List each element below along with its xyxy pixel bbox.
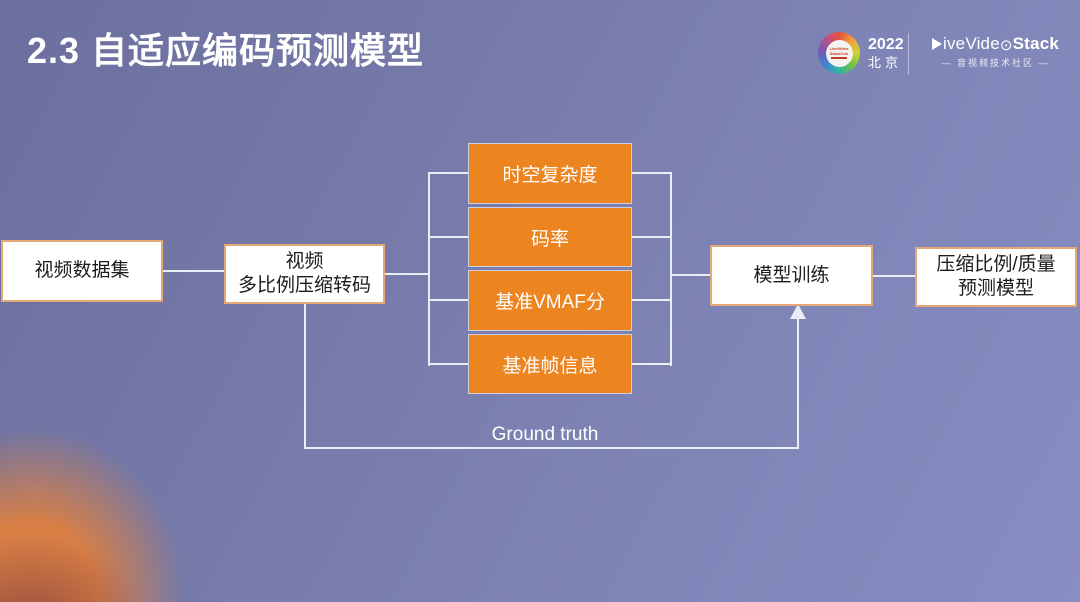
brand-text-a: iveVide [943, 34, 1000, 53]
ground-truth-line-down [304, 304, 306, 449]
connector-dataset-transcode [163, 270, 224, 272]
badge-text-line2: StackCon [829, 50, 849, 56]
conference-badge-icon: LiveVideo StackCon [818, 32, 860, 74]
bracket-right-stub [632, 363, 672, 365]
arrow-up-icon [790, 304, 806, 319]
ground-truth-label: Ground truth [491, 424, 599, 445]
node-multiratio-transcode: 视频 多比例压缩转码 [224, 244, 385, 304]
connector-training-output [873, 275, 915, 277]
feature-label: 时空复杂度 [502, 165, 598, 186]
livevideostack-logo-subtitle: — 音视频技术社区 — [941, 58, 1050, 68]
node-model-training-label: 模型训练 [753, 264, 830, 286]
node-model-training: 模型训练 [710, 245, 873, 306]
node-transcode-line1: 视频 [285, 251, 324, 273]
node-prediction-model: 压缩比例/质量 预测模型 [915, 247, 1077, 307]
bracket-right-stub [632, 172, 672, 174]
bracket-left-stub [428, 299, 468, 301]
bracket-left-vertical [428, 173, 430, 366]
bracket-left-stub [428, 236, 468, 238]
ground-truth-line-up [797, 318, 799, 449]
node-feature-baseline-frame-info: 基准帧信息 [468, 334, 632, 394]
bracket-left-stub [428, 172, 468, 174]
play-icon [932, 38, 942, 50]
node-feature-spatiotemporal-complexity: 时空复杂度 [468, 143, 632, 204]
node-video-dataset: 视频数据集 [1, 240, 163, 302]
feature-label: 基准帧信息 [502, 355, 598, 377]
bracket-right-vertical [670, 173, 672, 366]
badge-text-line1: LiveVideo [829, 46, 849, 52]
conference-badge-inner: LiveVideo StackCon [825, 39, 853, 67]
header-divider [908, 33, 909, 75]
brand-text-b: Stack [1012, 34, 1060, 53]
bracket-left-stub [428, 363, 468, 365]
node-transcode-line2: 多比例压缩转码 [237, 275, 371, 296]
livevideostack-logo: iveVide⊙Stack — 音视频技术社区 — [932, 34, 1059, 69]
node-video-dataset-label: 视频数据集 [34, 260, 130, 282]
node-feature-bitrate: 码率 [468, 207, 632, 267]
feature-label: 基准VMAF分 [495, 292, 605, 313]
record-dot-icon: ⊙ [999, 36, 1013, 54]
node-feature-baseline-vmaf: 基准VMAF分 [468, 270, 632, 331]
ground-truth-line-across [304, 447, 799, 449]
connector-bracket-training [670, 274, 710, 276]
connector-transcode-bracket [385, 273, 429, 275]
conference-city: 北京 [868, 54, 903, 70]
bracket-right-stub [632, 236, 672, 238]
slide-title: 2.3 自适应编码预测模型 [27, 30, 425, 71]
node-output-line1: 压缩比例/质量 [936, 254, 1056, 276]
conference-year: 2022 [868, 36, 904, 53]
feature-label: 码率 [530, 228, 569, 250]
bracket-right-stub [632, 299, 672, 301]
node-output-line2: 预测模型 [957, 278, 1034, 299]
livevideostack-logo-text: iveVide⊙Stack [932, 34, 1059, 54]
badge-bar-decoration [831, 56, 847, 59]
conference-year-city: 2022 北京 [868, 36, 904, 72]
